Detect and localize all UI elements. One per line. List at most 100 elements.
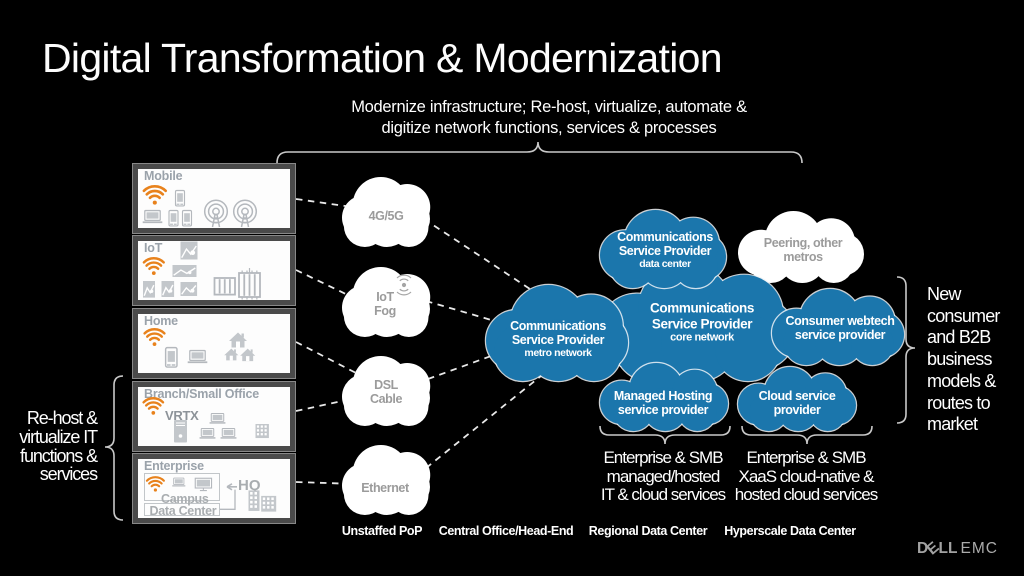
house-icon	[229, 332, 247, 348]
phone-icon	[168, 209, 179, 227]
container-icon	[238, 268, 261, 300]
house-icon	[240, 348, 256, 362]
cloud-iotfog-line: IoT	[376, 290, 394, 304]
managed-line: Managed Hosting	[613, 389, 713, 403]
subtitle-line-1: Modernize infrastructure; Re-host, virtu…	[351, 98, 747, 116]
bottom-brace-managed	[599, 425, 731, 445]
right-note-line: routes to	[927, 392, 991, 413]
iot-pictogram-tile	[161, 281, 175, 297]
connector-line	[425, 371, 547, 469]
datacenter-box	[143, 503, 220, 516]
laptop-icon	[187, 349, 208, 364]
cloud-4g5g-label: 4G/5G	[369, 209, 404, 223]
cloud-ethernet	[342, 445, 431, 515]
cloud-managed-hosting	[598, 361, 730, 433]
server-icon	[174, 420, 187, 443]
left-note-line: Re-host &	[26, 408, 98, 428]
cloud-dsl-line: Cable	[369, 392, 403, 406]
cloud-dsl-cable	[342, 356, 431, 426]
right-note-line: and B2B	[927, 327, 991, 348]
group-note-line: hosted cloud services	[734, 485, 878, 504]
left-brace	[104, 375, 124, 521]
campus-box	[143, 473, 220, 501]
iot-pictogram-tile	[180, 241, 198, 260]
cloud-4g5g-line: 4G/5G	[368, 209, 404, 223]
cloud-webtech-label: Consumer webtech service provider	[786, 314, 895, 342]
right-brace	[896, 276, 916, 424]
left-note: Re-host & virtualize IT functions & serv…	[19, 408, 98, 485]
station-central-office: Central Office/Head-End	[438, 524, 574, 538]
station-hyperscale-dc: Hyperscale Data Center	[724, 524, 856, 538]
monitor-icon	[194, 477, 213, 492]
cloud-metro-label: Communications Service Provider metro ne…	[510, 319, 606, 359]
connector-line	[295, 269, 353, 298]
logo-emc: EMC	[960, 540, 998, 557]
hq-arrow	[226, 483, 237, 491]
building-icon	[248, 490, 260, 511]
group-note-line: IT & cloud services	[600, 485, 726, 504]
cloud-ethernet-label: Ethernet	[361, 481, 409, 495]
cloud-data-center	[598, 208, 728, 290]
peering-line: metros	[783, 250, 823, 264]
iot-fog-antenna-icon	[396, 274, 412, 296]
top-brace	[276, 141, 803, 164]
left-note-line: services	[39, 464, 98, 485]
dc-line: Communications	[617, 230, 713, 244]
cloud-peering-label: Peering, other metros	[764, 236, 843, 264]
left-note-line: virtualize IT	[19, 426, 98, 447]
wifi-icon	[142, 397, 165, 415]
phone-icon	[181, 209, 193, 227]
vrtx-label: VRTX	[165, 408, 199, 423]
group-note-managed: Enterprise & SMB managed/hosted IT & clo…	[600, 448, 726, 505]
box-enterprise: Enterprise Campus Data Center HQ	[133, 454, 295, 523]
hq-label: HQ	[238, 477, 261, 494]
phone-icon	[174, 189, 186, 207]
bottom-brace-xaas	[741, 425, 873, 445]
building-icon	[255, 424, 269, 439]
iot-pictogram-tile	[180, 282, 198, 296]
cloud-consumer-webtech	[770, 287, 906, 367]
logo-d: D	[917, 540, 929, 557]
laptop-icon	[220, 427, 237, 439]
broadcast-tower-icon	[203, 199, 229, 228]
left-note-line: functions &	[20, 445, 98, 466]
cloud-managed-label: Managed Hosting service provider	[613, 389, 713, 417]
metro-line: metro network	[524, 347, 592, 359]
iot-pictogram-tile	[143, 281, 155, 298]
right-note-line: business	[927, 349, 992, 370]
cloud-cloud-service	[736, 365, 858, 433]
wifi-icon	[143, 328, 166, 347]
group-note-line: Enterprise & SMB	[603, 448, 723, 467]
home-icons	[143, 328, 256, 368]
cloud-dsl-label: DSL Cable	[370, 378, 402, 406]
core-line: Service Provider	[651, 316, 753, 331]
right-note: New consumer and B2B business models & r…	[927, 284, 1000, 436]
metro-line: Communications	[510, 319, 606, 333]
dc-line: data center	[639, 258, 691, 270]
cloudsvc-line: Cloud service	[758, 389, 836, 403]
group-note-line: Enterprise & SMB	[746, 448, 866, 467]
station-unstaffed-pop: Unstaffed PoP	[341, 524, 423, 538]
logo-ll: LL	[938, 540, 958, 557]
laptop-icon	[172, 477, 186, 487]
webtech-line: Consumer webtech	[785, 314, 895, 328]
box-branch: Branch/Small Office VRTX	[133, 382, 295, 451]
box-mobile: Mobile	[133, 164, 295, 233]
box-iot: IoT	[133, 236, 295, 305]
core-line: Communications	[650, 300, 754, 316]
cloud-datacenter-label: Communications Service Provider data cen…	[617, 230, 713, 270]
group-note-line: managed/hosted	[606, 466, 721, 486]
cloud-core-label: Communications Service Provider core net…	[650, 301, 754, 344]
wifi-icon	[145, 476, 165, 492]
phone-icon	[164, 346, 178, 368]
cloud-4g5g	[342, 177, 431, 248]
house-icon	[224, 348, 239, 361]
cloud-metro-network	[484, 283, 630, 383]
box-home-label: Home	[144, 314, 178, 328]
iot-icons	[142, 241, 261, 300]
cloud-core-network	[597, 261, 797, 383]
cloudsvc-line: provider	[773, 403, 821, 417]
box-iot-label: IoT	[144, 241, 163, 255]
box-enterprise-label: Enterprise	[144, 459, 204, 473]
